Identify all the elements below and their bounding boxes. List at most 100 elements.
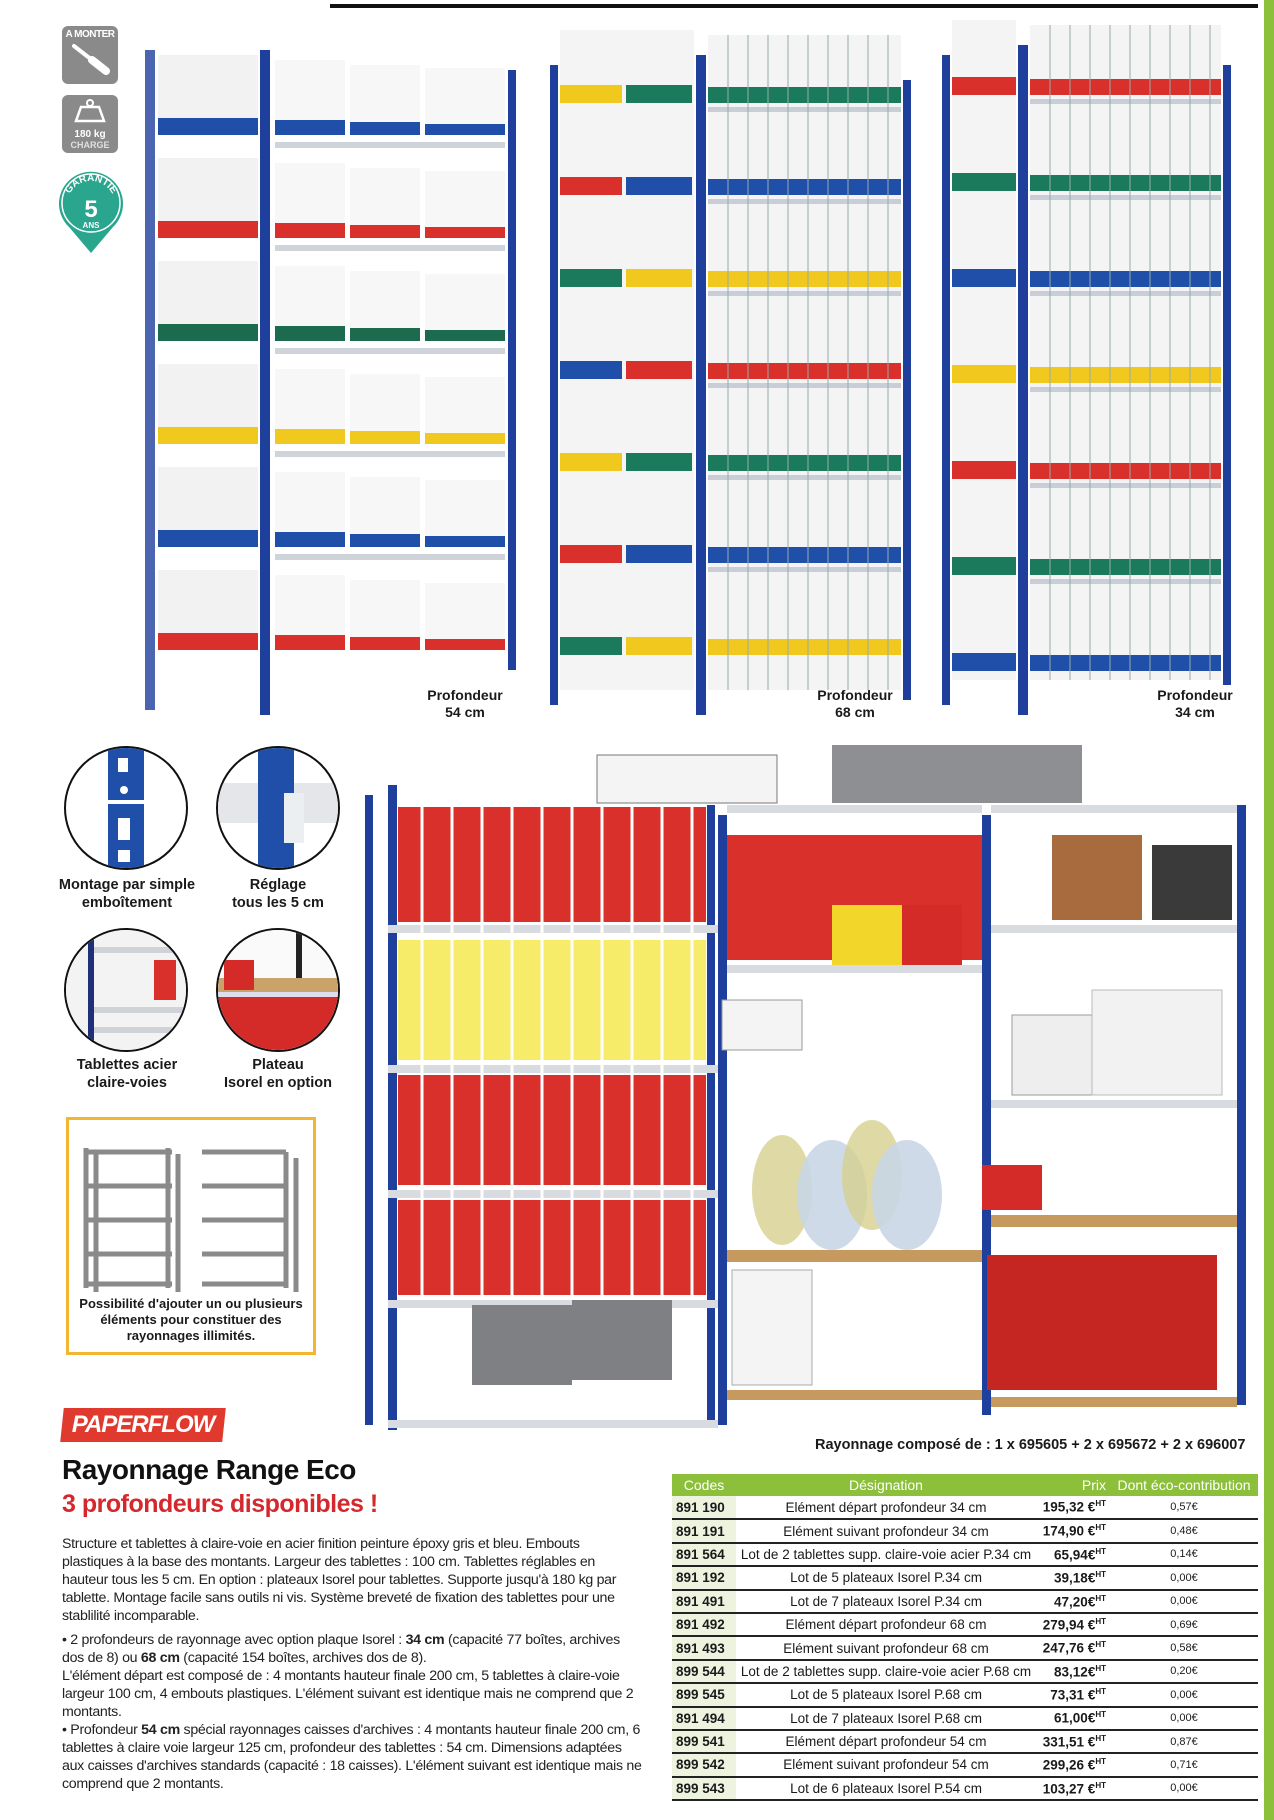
cell-code: 899 545 [672, 1683, 736, 1708]
product-subtitle: 3 profondeurs disponibles ! [62, 1490, 378, 1518]
brand-logo: PAPERFLOW [60, 1408, 226, 1442]
cell-code: 891 494 [672, 1706, 736, 1731]
feature-label-isorel-plate: Plateau Isorel en option [224, 1057, 332, 1091]
cell-eco-contribution: 0,00€ [1110, 1776, 1258, 1802]
cell-eco-contribution: 0,14€ [1110, 1542, 1258, 1568]
caption-34cm: Profondeur 34 cm [1157, 687, 1233, 720]
price-suffix: HT [1095, 1733, 1106, 1743]
price-suffix: HT [1095, 1757, 1106, 1767]
cell-eco-contribution: 0,00€ [1110, 1706, 1258, 1731]
description-paragraph: Structure et tablettes à claire-voie en … [62, 1536, 617, 1624]
cell-code: 891 191 [672, 1519, 736, 1544]
cell-code: 899 541 [672, 1729, 736, 1755]
cell-eco-contribution: 0,71€ [1110, 1753, 1258, 1778]
product-description: Structure et tablettes à claire-voie en … [62, 1535, 642, 1793]
page-edge-strip [1264, 0, 1274, 1820]
shelf-photo-54cm [140, 30, 520, 720]
price-suffix: HT [1095, 1710, 1106, 1720]
cell-code: 899 542 [672, 1753, 736, 1778]
cell-price: 73,31 €HT [1036, 1683, 1110, 1708]
modular-shelves-illustration [83, 1148, 299, 1292]
cell-designation: Elément suivant profondeur 34 cm [736, 1519, 1036, 1544]
cell-code: 891 492 [672, 1612, 736, 1638]
header-eco: Dont éco-contribution [1110, 1474, 1258, 1496]
cell-price: 279,94 €HT [1036, 1612, 1110, 1638]
cell-eco-contribution: 0,00€ [1110, 1683, 1258, 1708]
price-suffix: HT [1095, 1616, 1106, 1626]
cell-designation: Elément départ profondeur 68 cm [736, 1612, 1036, 1638]
cell-price: 174,90 €HT [1036, 1519, 1110, 1544]
feature-image-isorel-plate [216, 928, 340, 1052]
cell-code: 891 192 [672, 1566, 736, 1591]
cell-eco-contribution: 0,69€ [1110, 1612, 1258, 1638]
description-bullet-34-68: • 2 profondeurs de rayonnage avec option… [62, 1632, 620, 1666]
cell-designation: Elément départ profondeur 34 cm [736, 1496, 1036, 1521]
cell-price: 61,00€HT [1036, 1706, 1110, 1731]
cell-designation: Elément suivant profondeur 68 cm [736, 1636, 1036, 1661]
cell-designation: Lot de 2 tablettes supp. claire-voie aci… [736, 1542, 1036, 1568]
shelf-photo-34cm [940, 15, 1240, 715]
cell-code: 891 493 [672, 1636, 736, 1661]
price-suffix: HT [1095, 1593, 1106, 1603]
header-price: Prix [1036, 1474, 1110, 1496]
cell-price: 247,76 €HT [1036, 1636, 1110, 1661]
feature-label-assembly: Montage par simple emboîtement [58, 877, 196, 911]
combined-shelving-photo [362, 745, 1252, 1435]
price-suffix: HT [1095, 1546, 1106, 1556]
cell-designation: Lot de 5 plateaux Isorel P.34 cm [736, 1566, 1036, 1591]
feature-image-adjustment [216, 746, 340, 870]
price-suffix: HT [1095, 1523, 1106, 1533]
price-table: Codes Désignation Prix Dont éco-contribu… [672, 1474, 1258, 1802]
cell-eco-contribution: 0,87€ [1110, 1729, 1258, 1755]
composition-note: Rayonnage composé de : 1 x 695605 + 2 x … [815, 1437, 1246, 1453]
cell-eco-contribution: 0,00€ [1110, 1589, 1258, 1614]
feature-image-wire-shelves [64, 928, 188, 1052]
cell-designation: Elément départ profondeur 54 cm [736, 1729, 1036, 1755]
caption-54cm: Profondeur 54 cm [427, 687, 503, 720]
cell-eco-contribution: 0,00€ [1110, 1566, 1258, 1591]
cell-eco-contribution: 0,58€ [1110, 1636, 1258, 1661]
feature-label-adjustment: Réglage tous les 5 cm [232, 877, 324, 911]
cell-code: 899 543 [672, 1776, 736, 1802]
top-rule [330, 4, 1258, 8]
table-header-row: Codes Désignation Prix Dont éco-contribu… [672, 1474, 1258, 1496]
cell-eco-contribution: 0,48€ [1110, 1519, 1258, 1544]
cell-price: 195,32 €HT [1036, 1496, 1110, 1521]
cell-designation: Lot de 7 plateaux Isorel P.34 cm [736, 1589, 1036, 1614]
cell-price: 299,26 €HT [1036, 1753, 1110, 1778]
price-suffix: HT [1095, 1780, 1106, 1790]
cell-designation: Elément suivant profondeur 54 cm [736, 1753, 1036, 1778]
cell-code: 891 491 [672, 1589, 736, 1614]
cell-designation: Lot de 6 plateaux Isorel P.54 cm [736, 1776, 1036, 1802]
caption-68cm: Profondeur 68 cm [817, 687, 893, 720]
cell-designation: Lot de 5 plateaux Isorel P.68 cm [736, 1683, 1036, 1708]
modular-info-box: Possibilité d'ajouter un ou plusieurs él… [66, 1117, 316, 1355]
header-codes: Codes [672, 1474, 736, 1496]
load-badge: 180 kg CHARGE [62, 95, 118, 153]
cell-price: 331,51 €HT [1036, 1729, 1110, 1755]
cell-eco-contribution: 0,57€ [1110, 1496, 1258, 1521]
cell-code: 891 564 [672, 1542, 736, 1568]
price-suffix: HT [1095, 1640, 1106, 1650]
warranty-badge: GARANTIE 5 ANS [55, 165, 127, 255]
description-bullet-54: • Profondeur 54 cm spécial rayonnages ca… [62, 1722, 642, 1792]
cell-price: 39,18€HT [1036, 1566, 1110, 1591]
feature-label-wire-shelves: Tablettes acier claire-voies [76, 1057, 178, 1091]
svg-text:5: 5 [84, 196, 97, 223]
description-element-detail: L'élément départ est composé de : 4 mont… [62, 1668, 634, 1720]
header-designation: Désignation [736, 1474, 1036, 1496]
cell-designation: Lot de 7 plateaux Isorel P.68 cm [736, 1706, 1036, 1731]
price-suffix: HT [1095, 1687, 1106, 1697]
